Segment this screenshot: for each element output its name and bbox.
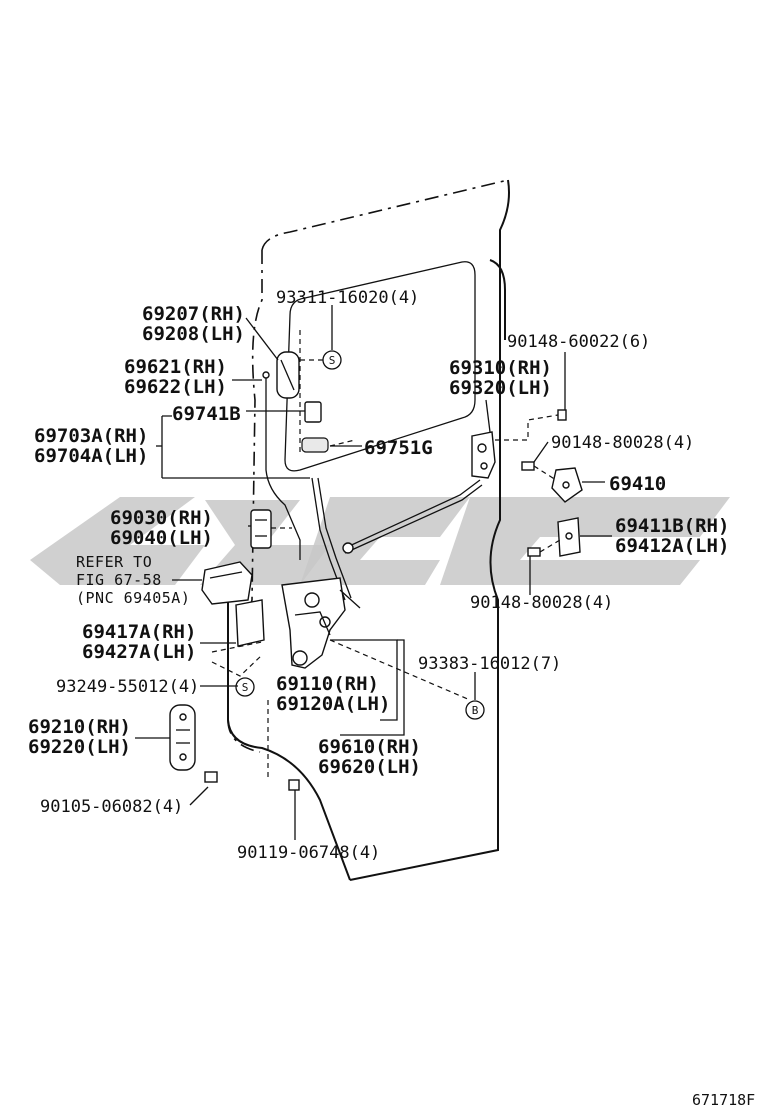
label-93249: 93249-55012(4) [56, 677, 199, 697]
striker-69410-part [551, 467, 583, 503]
striker-69411B-part [557, 517, 581, 557]
label-69320: 69320(LH) [449, 377, 552, 399]
label-69220: 69220(LH) [28, 736, 131, 758]
callout-b: B [465, 700, 485, 720]
label-fig-67-58: FIG 67-58 [76, 571, 162, 589]
upper-latch-part [471, 431, 496, 479]
label-69427A: 69427A(LH) [82, 641, 196, 663]
rod-part [262, 371, 329, 560]
callout-s-upper-text: S [329, 354, 336, 367]
callout-s-lower-text: S [242, 681, 249, 694]
label-69622: 69622(LH) [124, 376, 227, 398]
label-69110: 69110(RH) [276, 673, 379, 695]
label-69751G: 69751G [364, 437, 433, 459]
label-90148-80028-upper: 90148-80028(4) [551, 433, 694, 453]
window-opening [284, 261, 476, 472]
label-90119: 90119-06748(4) [237, 843, 380, 863]
label-69207: 69207(RH) [142, 303, 245, 325]
label-90148-80028-lower: 90148-80028(4) [470, 593, 613, 613]
label-69208: 69208(LH) [142, 323, 245, 345]
label-pnc-69405a: (PNC 69405A) [76, 589, 190, 607]
label-69120A: 69120A(LH) [276, 693, 390, 715]
label-69210: 69210(RH) [28, 716, 131, 738]
label-refer-to: REFER TO [76, 553, 152, 571]
label-69703A: 69703A(RH) [34, 425, 148, 447]
bolts [204, 409, 567, 791]
label-69741B: 69741B [172, 403, 241, 425]
label-69417A: 69417A(RH) [82, 621, 196, 643]
label-69411B: 69411B(RH) [615, 515, 729, 537]
leader-lines [135, 305, 612, 840]
cover-part [235, 599, 265, 647]
label-90105: 90105-06082(4) [40, 797, 183, 817]
label-93311: 93311-16020(4) [276, 288, 419, 308]
label-69030: 69030(RH) [110, 507, 213, 529]
figure-id: 671718F [692, 1091, 755, 1109]
label-69040: 69040(LH) [110, 527, 213, 549]
callout-s-lower: S [235, 677, 255, 697]
callout-s-upper: S [322, 350, 342, 370]
label-69412A: 69412A(LH) [615, 535, 729, 557]
label-69410: 69410 [609, 473, 666, 495]
label-69310: 69310(RH) [449, 357, 552, 379]
lock-assembly-part [281, 577, 361, 669]
label-69704A: 69704A(LH) [34, 445, 148, 467]
inside-handle-part [169, 704, 196, 771]
label-69621: 69621(RH) [124, 356, 227, 378]
door-outline [227, 179, 510, 881]
hinge-part [250, 509, 272, 549]
outside-handle-part [276, 351, 300, 399]
label-90148-60022: 90148-60022(6) [507, 332, 650, 352]
label-93383: 93383-16012(7) [418, 654, 561, 674]
label-69610: 69610(RH) [318, 736, 421, 758]
handle-bracket-part [201, 561, 253, 605]
callout-b-text: B [472, 704, 479, 717]
label-69620: 69620(LH) [318, 756, 421, 778]
